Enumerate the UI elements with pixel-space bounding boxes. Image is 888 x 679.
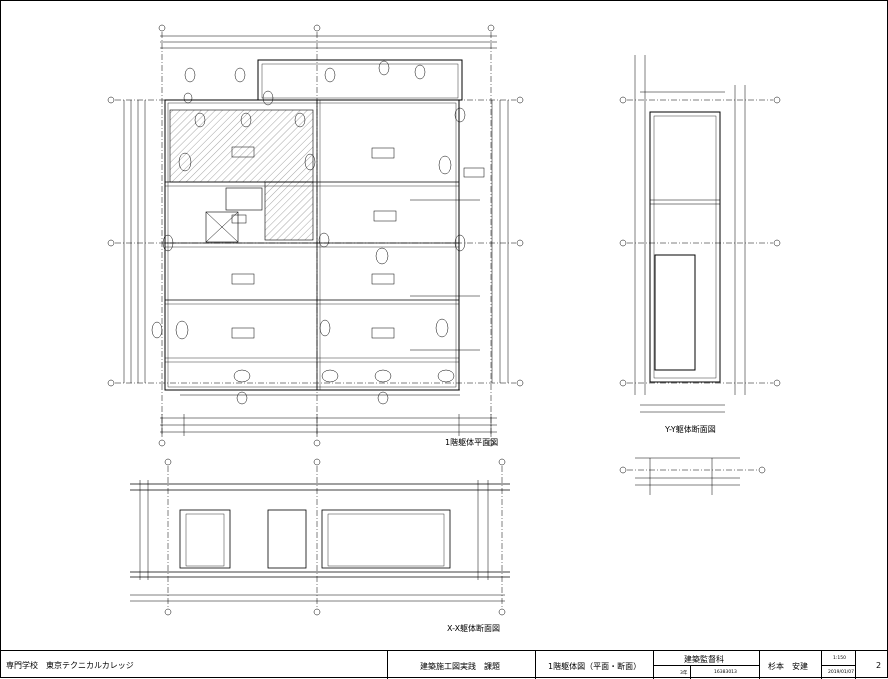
section-yy-title: Y-Y躯体断面図 xyxy=(665,425,716,434)
plan-title: 1階躯体平面図 xyxy=(445,438,499,447)
floor-plan xyxy=(107,24,524,447)
tb-course-cell: 建築施工図実践 課題 xyxy=(388,651,536,679)
tb-dept-cell: 建築監督科 3年 16383013 xyxy=(654,651,760,679)
scale: 1:150 xyxy=(833,656,846,661)
school-name: 専門学校 東京テクニカルカレッジ xyxy=(6,661,134,670)
grade: 3年 xyxy=(680,671,688,676)
sheet-number: 2 xyxy=(876,661,882,670)
student-id: 16383013 xyxy=(714,670,737,675)
course-title: 建築施工図実践 課題 xyxy=(420,662,500,671)
department: 建築監督科 xyxy=(684,655,724,664)
title-block: 専門学校 東京テクニカルカレッジ 建築施工図実践 課題 1階躯体図（平面・断面）… xyxy=(0,650,888,679)
tb-name-cell: 杉本 安建 xyxy=(760,651,822,679)
section-xx-title: X-X躯体断面図 xyxy=(447,624,501,633)
section-xx xyxy=(130,458,510,616)
section-yy xyxy=(619,55,781,413)
drawing-name: 1階躯体図（平面・断面） xyxy=(548,662,642,671)
section-detail xyxy=(619,457,766,495)
tb-sheet-cell: 2 xyxy=(856,651,888,679)
tb-drawing-cell: 1階躯体図（平面・断面） xyxy=(536,651,654,679)
tb-scale-cell: 1:150 2019/01/07 xyxy=(822,651,856,679)
student-name: 杉本 安建 xyxy=(768,662,808,671)
date: 2019/01/07 xyxy=(828,670,854,675)
tb-school-cell: 専門学校 東京テクニカルカレッジ xyxy=(0,651,388,679)
